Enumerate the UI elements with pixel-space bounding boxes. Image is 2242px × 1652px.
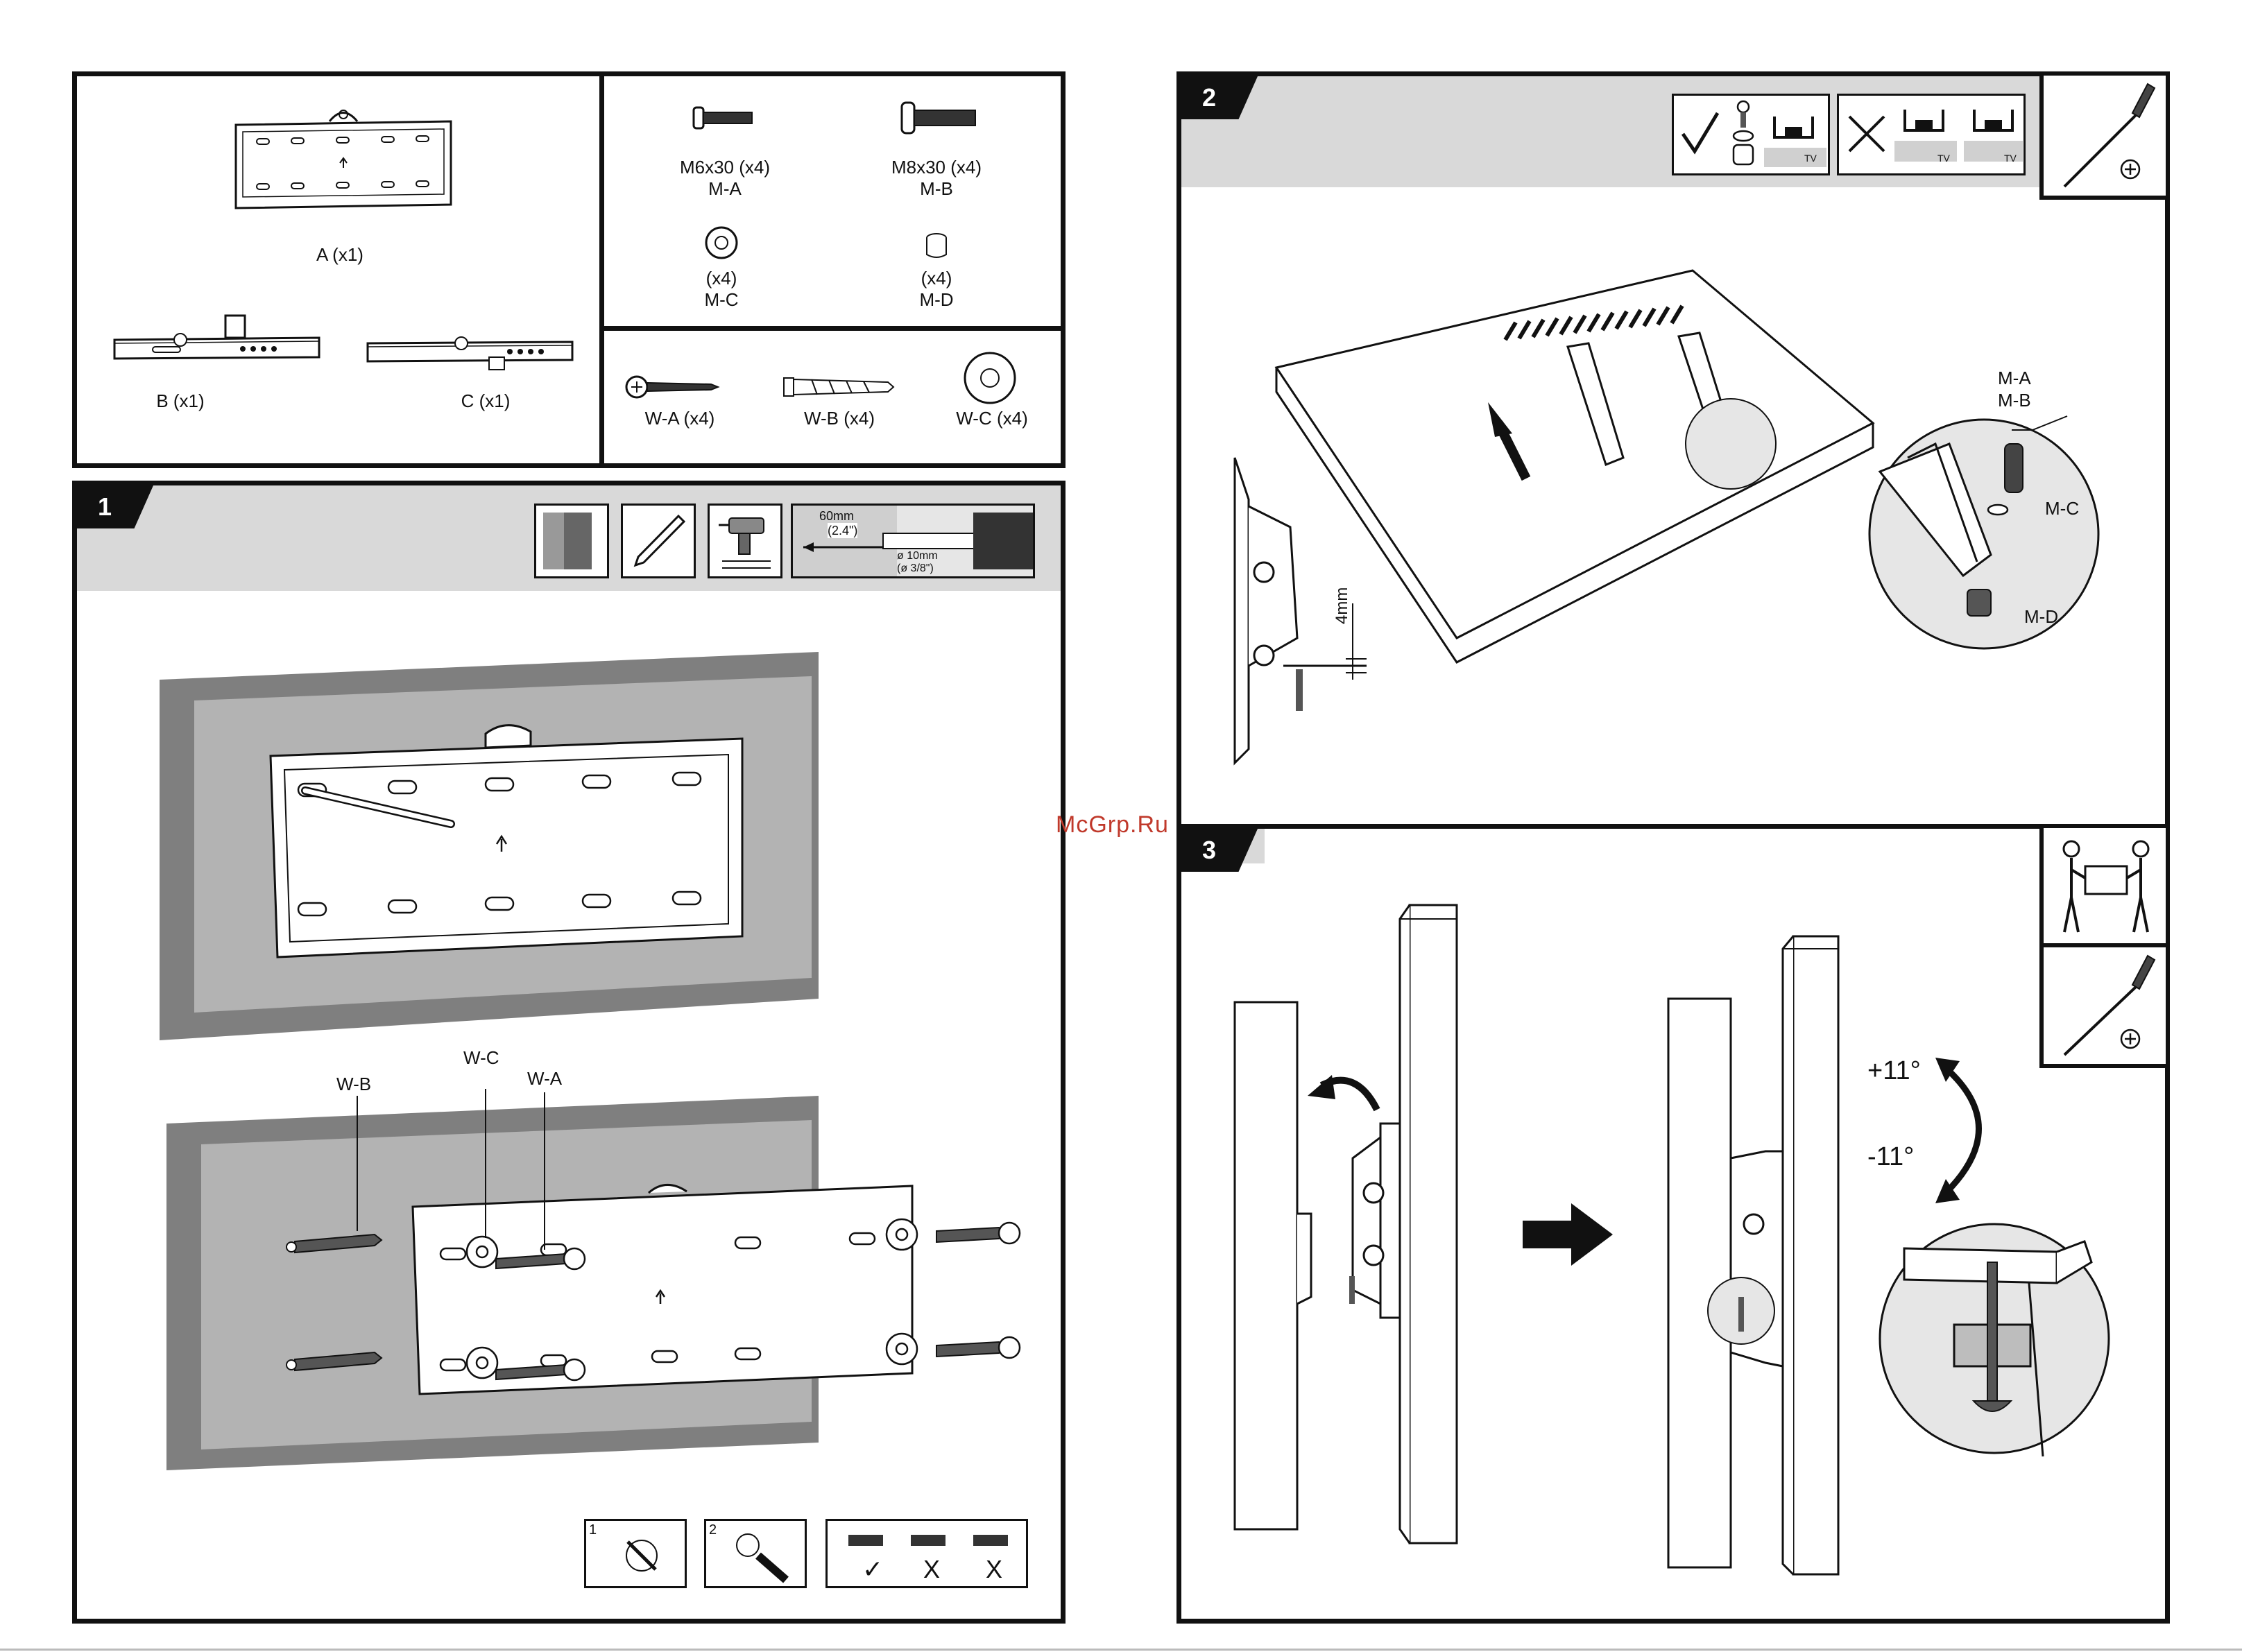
level-ok-mark: ✓ bbox=[862, 1556, 883, 1583]
tilt-up-label: +11° bbox=[1867, 1056, 1921, 1085]
part-a-label: A (x1) bbox=[291, 244, 388, 265]
part-c-label: C (x1) bbox=[437, 390, 534, 411]
screw-ma-code: M-A bbox=[652, 178, 798, 199]
step2-screwdriver-box bbox=[2039, 71, 2170, 200]
pencil-icon bbox=[630, 513, 687, 569]
gap-label: 4mm bbox=[1332, 587, 1353, 624]
step2-wrong-box: TV TV bbox=[1837, 94, 2026, 175]
callout-mc: M-C bbox=[2045, 498, 2079, 519]
bracket-side-view bbox=[1228, 458, 1394, 770]
check-step-1-num: 1 bbox=[589, 1522, 597, 1538]
step3-screwdriver-box bbox=[2039, 943, 2170, 1068]
anchor-wb-label: W-B (x4) bbox=[784, 408, 895, 429]
tv-bracket-icon-ok bbox=[1764, 110, 1826, 169]
screw-mb-code: M-B bbox=[864, 178, 1009, 199]
washer-mc-qty: (x4) bbox=[687, 268, 756, 289]
callout-md: M-D bbox=[2024, 606, 2058, 627]
wall-plate-drawing bbox=[229, 104, 458, 229]
callout-mb: M-B bbox=[1998, 390, 2031, 411]
watermark: McGrp.Ru bbox=[1056, 811, 1169, 838]
next-step-arrow bbox=[1523, 1203, 1613, 1266]
adjust-screw-detail-circle bbox=[1876, 1221, 2112, 1456]
level-bad-mark-2: X bbox=[986, 1556, 1002, 1583]
washer-mc-drawing bbox=[704, 225, 739, 260]
level-check-box: ✓ X X bbox=[825, 1519, 1028, 1588]
spacer-md-drawing bbox=[923, 232, 950, 260]
callout-ma: M-A bbox=[1998, 368, 2031, 388]
bolt-wa-drawing bbox=[624, 373, 721, 401]
check-icon bbox=[1679, 110, 1721, 158]
bolt-wa-label: W-A (x4) bbox=[624, 408, 735, 429]
wall-type-icon bbox=[543, 513, 600, 569]
screwdriver-icon-2 bbox=[2051, 954, 2162, 1062]
step1-wall-icon-box bbox=[534, 504, 609, 578]
washer-wc-label: W-C (x4) bbox=[936, 408, 1047, 429]
level-bad-mark-1: X bbox=[923, 1556, 940, 1583]
drill-depth-in-label: (2.4") bbox=[828, 523, 857, 538]
mounted-tv-illustration bbox=[1665, 936, 1845, 1581]
tv-tag-bad-1: TV bbox=[1937, 153, 1950, 164]
drill-dia-label: ø 10mm bbox=[897, 550, 938, 562]
parts-divider-horizontal bbox=[599, 326, 1066, 331]
step2-correct-box: TV bbox=[1672, 94, 1830, 175]
page-bottom-rule bbox=[0, 1649, 2242, 1651]
check-step-2-num: 2 bbox=[709, 1522, 717, 1538]
tv-tag-ok: TV bbox=[1804, 153, 1817, 164]
cross-icon bbox=[1846, 113, 1888, 155]
two-person-lift-icon bbox=[2054, 838, 2158, 936]
callout-wa: W-A bbox=[527, 1068, 562, 1089]
check-drill-icon bbox=[727, 1528, 796, 1583]
screw-mb-size: M8x30 (x4) bbox=[864, 157, 1009, 178]
arm-b-drawing bbox=[111, 309, 326, 371]
wall-install-illustration bbox=[166, 1096, 1034, 1484]
screw-mb-drawing bbox=[902, 101, 978, 135]
screwdriver-icon bbox=[2051, 83, 2162, 193]
drill-depth-label: 60mm bbox=[819, 508, 854, 524]
drill-dia-in-label: (ø 3/8") bbox=[897, 562, 934, 575]
callout-wc: W-C bbox=[463, 1047, 499, 1068]
step1-pencil-icon-box bbox=[621, 504, 696, 578]
washer-wc-drawing bbox=[962, 350, 1018, 406]
tilt-down-label: -11° bbox=[1867, 1142, 1914, 1171]
hang-tv-illustration bbox=[1228, 902, 1471, 1554]
check-step-1-box: 1 bbox=[584, 1519, 687, 1588]
bolt-detail-circle bbox=[1866, 416, 2102, 652]
parts-divider-vertical bbox=[599, 71, 604, 468]
check-pencil-icon bbox=[607, 1528, 676, 1583]
step3-two-person-box bbox=[2039, 824, 2170, 947]
step1-drill-icon-box bbox=[708, 504, 782, 578]
tv-tag-bad-2: TV bbox=[2004, 153, 2017, 164]
part-b-label: B (x1) bbox=[132, 390, 229, 411]
bolt-stack-icon bbox=[1729, 100, 1757, 169]
anchor-wb-drawing bbox=[784, 371, 895, 403]
arm-c-drawing bbox=[364, 316, 579, 371]
level-icons bbox=[841, 1531, 1015, 1552]
tilt-arrow bbox=[1935, 1058, 2012, 1203]
wall-marking-illustration bbox=[160, 652, 819, 1040]
callout-wb: W-B bbox=[336, 1074, 371, 1094]
step1-drill-spec-box: 60mm (2.4") ø 10mm (ø 3/8") bbox=[791, 504, 1035, 578]
washer-mc-code: M-C bbox=[687, 289, 756, 310]
drill-icon bbox=[715, 511, 776, 572]
screw-ma-drawing bbox=[694, 104, 756, 132]
spacer-md-code: M-D bbox=[902, 289, 971, 310]
check-step-2-box: 2 bbox=[704, 1519, 807, 1588]
screw-ma-size: M6x30 (x4) bbox=[652, 157, 798, 178]
spacer-md-qty: (x4) bbox=[902, 268, 971, 289]
